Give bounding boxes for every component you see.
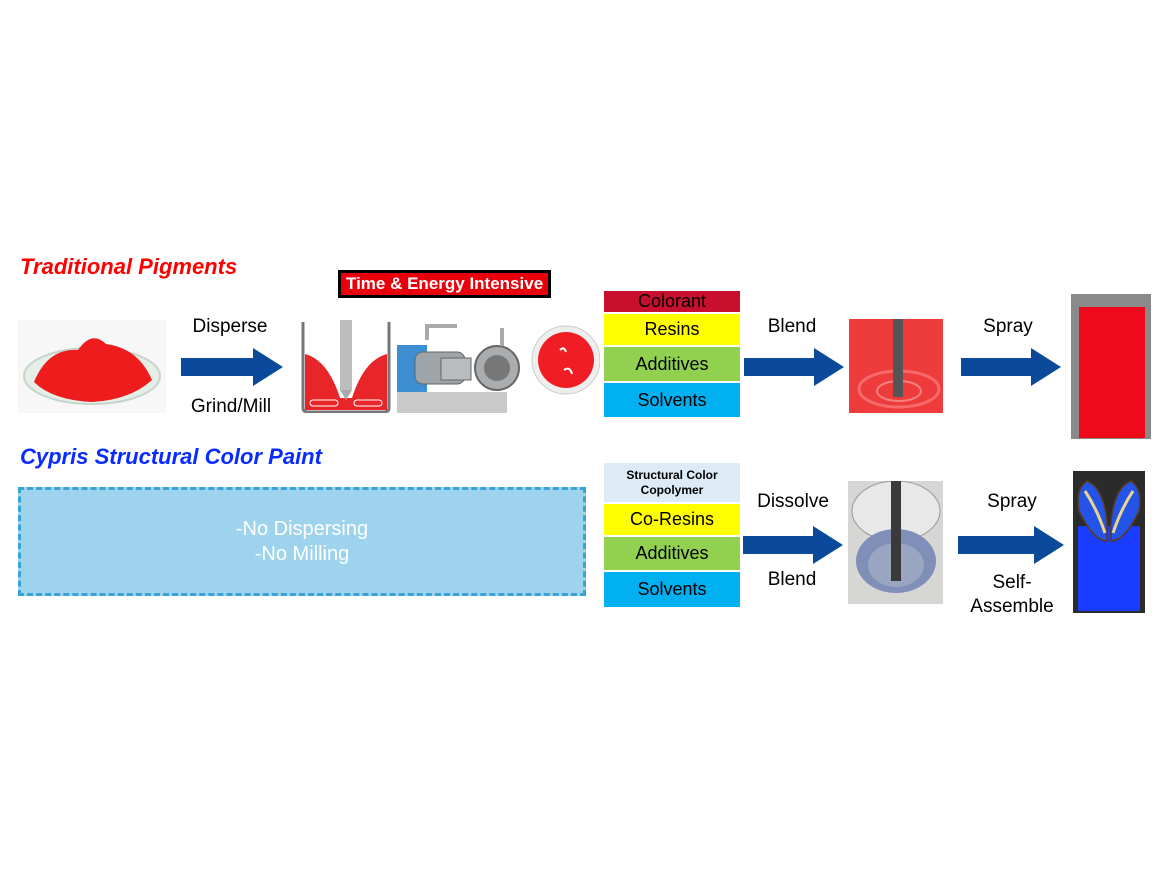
cypris-formulation-stack: Structural Color Copolymer Co-Resins Add… bbox=[604, 463, 740, 607]
blend-label: Blend bbox=[767, 316, 817, 337]
assemble-text: Assemble bbox=[970, 596, 1054, 617]
no-milling-text: -No Milling bbox=[254, 542, 350, 565]
spray-label: Spray bbox=[983, 316, 1033, 337]
arrow-right-icon bbox=[181, 348, 283, 386]
self-assemble-label: Self- Assemble bbox=[962, 571, 1062, 619]
red-pigment-powder-image bbox=[18, 320, 166, 413]
stack-item-additives: Additives bbox=[604, 537, 740, 572]
arrow-right-icon bbox=[961, 348, 1061, 386]
cypris-title: Cypris Structural Color Paint bbox=[20, 444, 322, 469]
stack-item-structural-color-copolymer: Structural Color Copolymer bbox=[604, 463, 740, 504]
blue-solution-mixing-image bbox=[848, 481, 943, 604]
stack-item-colorant: Colorant bbox=[604, 291, 740, 314]
time-energy-badge: Time & Energy Intensive bbox=[338, 270, 552, 298]
bead-mill-diagram-image bbox=[300, 320, 392, 414]
red-paint-mixing-image bbox=[849, 319, 943, 413]
stack-item-solvents: Solvents bbox=[604, 383, 740, 417]
stack-item-solvents: Solvents bbox=[604, 572, 740, 607]
arrow-right-icon bbox=[744, 348, 844, 386]
stack-item-additives: Additives bbox=[604, 347, 740, 383]
red-sprayed-panel-image bbox=[1071, 294, 1151, 439]
mill-machine-image bbox=[397, 320, 525, 413]
arrow-right-icon bbox=[958, 526, 1064, 564]
disperse-label: Disperse bbox=[192, 316, 268, 337]
blend-label: Blend bbox=[767, 569, 817, 590]
dissolve-label: Dissolve bbox=[757, 491, 829, 512]
arrow-right-icon bbox=[743, 526, 843, 564]
stack-item-co-resins: Co-Resins bbox=[604, 504, 740, 537]
self-text: Self- bbox=[992, 572, 1032, 593]
no-dispersing-milling-box: -No Dispersing -No Milling bbox=[18, 487, 586, 596]
no-dispersing-text: -No Dispersing bbox=[235, 517, 369, 540]
grind-mill-label: Grind/Mill bbox=[190, 396, 272, 417]
stack-item-resins: Resins bbox=[604, 314, 740, 347]
traditional-pigments-title: Traditional Pigments bbox=[20, 254, 238, 279]
traditional-formulation-stack: Colorant Resins Additives Solvents bbox=[604, 291, 740, 417]
red-paste-dish-image bbox=[530, 320, 601, 413]
blue-butterfly-panel-image bbox=[1073, 471, 1145, 613]
spray-label: Spray bbox=[987, 491, 1037, 512]
